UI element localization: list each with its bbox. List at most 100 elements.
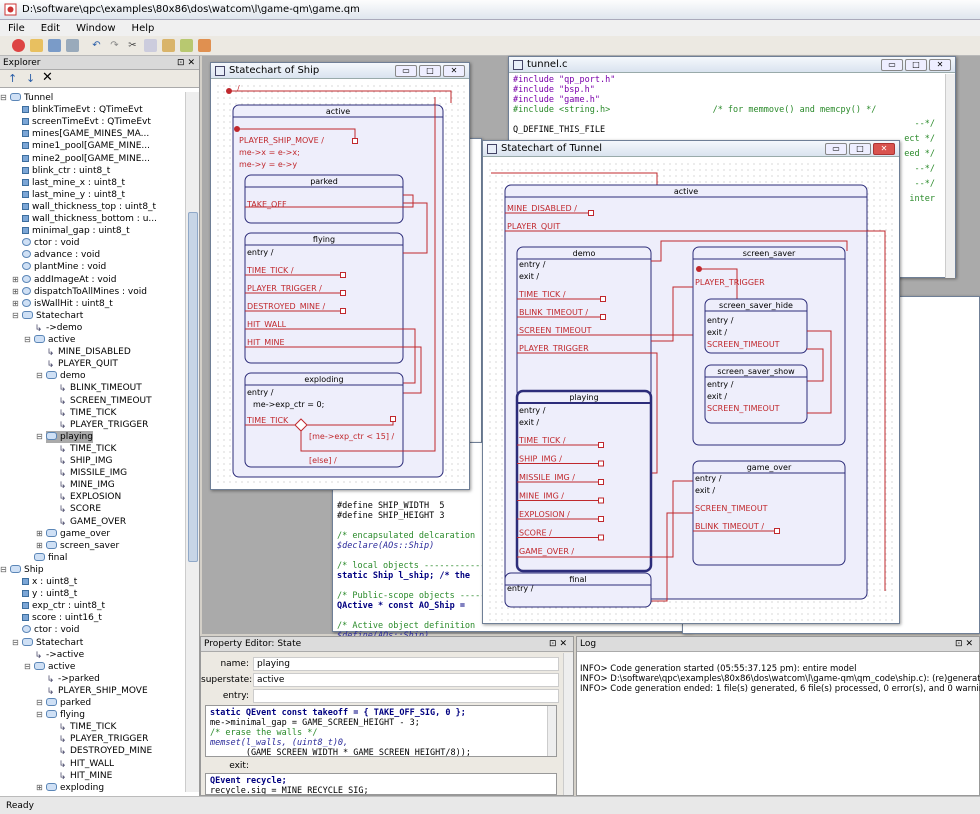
tree-item[interactable]: ↳GAME_OVER xyxy=(58,516,126,528)
copy-icon[interactable] xyxy=(144,39,157,52)
tree-item[interactable]: ctor : void xyxy=(22,624,79,636)
transition-label[interactable]: entry / xyxy=(707,380,734,389)
tree-item[interactable]: ↳PLAYER_TRIGGER xyxy=(58,419,149,431)
transition-label[interactable]: PLAYER_TRIGGER xyxy=(519,344,589,353)
transition-label[interactable]: me->y = e->y xyxy=(239,160,297,169)
tree-item[interactable]: blink_ctr : uint8_t xyxy=(22,165,110,177)
transition-label[interactable]: SCREEN_TIMEOUT xyxy=(695,504,768,513)
collapse-icon[interactable]: ⊟ xyxy=(36,698,43,707)
minimize-button[interactable]: ▭ xyxy=(825,143,847,155)
transition-label[interactable]: MINE_IMG / xyxy=(519,492,564,501)
tree-item[interactable]: mines[GAME_MINES_MA... xyxy=(22,128,149,140)
minimize-button[interactable]: ▭ xyxy=(881,59,903,71)
collapse-icon[interactable]: ⊟ xyxy=(12,310,19,320)
transition-label[interactable]: TIME_TICK / xyxy=(246,266,294,275)
tree-item[interactable]: ⊞dispatchToAllMines : void xyxy=(12,286,147,298)
collapse-icon[interactable]: ⊟ xyxy=(36,710,43,720)
tree-item[interactable]: ↳PLAYER_QUIT xyxy=(46,358,118,370)
tree-item[interactable]: mine2_pool[GAME_MINE... xyxy=(22,153,150,165)
transition-label[interactable]: HIT_WALL xyxy=(247,320,287,329)
tree-item[interactable]: ⊟active xyxy=(24,334,75,346)
transition-label[interactable]: TIME_TICK xyxy=(246,416,289,425)
transition-label[interactable]: entry / xyxy=(247,248,274,257)
transition-label[interactable]: BLINK_TIMEOUT / xyxy=(695,522,764,531)
expand-icon[interactable]: ⊞ xyxy=(12,286,19,296)
tree-item[interactable]: ↳SCORE xyxy=(58,503,101,515)
tree-item[interactable]: ⊟Ship xyxy=(0,564,44,576)
explorer-scrollbar[interactable] xyxy=(185,92,199,792)
transition-label[interactable]: [me->exp_ctr < 15] / xyxy=(309,432,394,441)
tree-item[interactable]: wall_thickness_top : uint8_t xyxy=(22,201,156,213)
collapse-icon[interactable]: ⊟ xyxy=(36,431,43,441)
tree-item[interactable]: plantMine : void xyxy=(22,261,106,273)
tree-item[interactable]: blinkTimeEvt : QTimeEvt xyxy=(22,104,143,116)
tree-item[interactable]: ⊟parked xyxy=(36,697,91,709)
move-down-icon[interactable]: ↓ xyxy=(26,72,36,85)
tree-item[interactable]: ⊟Tunnel xyxy=(0,92,53,104)
transition-label[interactable]: PLAYER_SHIP_MOVE / xyxy=(239,136,324,145)
tree-item[interactable]: ↳TIME_TICK xyxy=(58,721,117,733)
transition-label[interactable]: entry / xyxy=(695,474,722,483)
collapse-icon[interactable]: ⊟ xyxy=(24,661,31,671)
expand-icon[interactable]: ⊞ xyxy=(12,274,19,284)
state-box[interactable] xyxy=(704,364,808,424)
maximize-button[interactable]: □ xyxy=(849,143,871,155)
transition-label[interactable]: exit / xyxy=(519,272,539,281)
move-up-icon[interactable]: ↑ xyxy=(8,72,18,85)
expand-icon[interactable]: ⊞ xyxy=(36,540,43,550)
tree-item[interactable]: ↳BLINK_TIMEOUT xyxy=(58,382,142,394)
redo-icon[interactable]: ↷ xyxy=(110,40,119,51)
transition-label[interactable]: / xyxy=(237,84,240,93)
close-button[interactable]: ✕ xyxy=(443,65,465,77)
new-model-icon[interactable] xyxy=(12,39,25,52)
transition-label[interactable]: me->exp_ctr = 0; xyxy=(253,400,324,409)
log-output[interactable]: INFO> Code generation started (05:55:37.… xyxy=(577,652,980,694)
maximize-button[interactable]: □ xyxy=(905,59,927,71)
transition-label[interactable]: TIME_TICK / xyxy=(518,290,566,299)
tree-item[interactable]: ↳HIT_WALL xyxy=(58,758,114,770)
tree-item[interactable]: ↳EXPLOSION xyxy=(58,491,122,503)
tree-item[interactable]: exp_ctr : uint8_t xyxy=(22,600,105,612)
expand-icon[interactable]: ⊞ xyxy=(36,528,43,538)
tree-item[interactable]: ⊟flying xyxy=(36,709,85,721)
tree-item[interactable]: ⊟Statechart xyxy=(12,310,83,322)
tree-item[interactable]: ↳TIME_TICK xyxy=(58,407,117,419)
transition-label[interactable]: entry / xyxy=(519,406,546,415)
cut-icon[interactable]: ✂ xyxy=(128,40,137,51)
paste-icon[interactable] xyxy=(162,39,175,52)
tree-item[interactable]: ↳MISSILE_IMG xyxy=(58,467,127,479)
tree-item[interactable]: x : uint8_t xyxy=(22,576,77,588)
tree-item[interactable]: score : uint16_t xyxy=(22,612,102,624)
menu-file[interactable]: File xyxy=(8,22,25,34)
transition-label[interactable]: SCORE / xyxy=(519,529,552,538)
tree-item[interactable]: ⊞game_over xyxy=(36,528,110,540)
tree-item[interactable]: ↳->demo xyxy=(34,322,83,334)
generate-code-icon[interactable] xyxy=(180,39,193,52)
tree-item[interactable]: ↳MINE_IMG xyxy=(58,479,115,491)
transition-label[interactable]: PLAYER_TRIGGER / xyxy=(247,284,322,293)
undo-icon[interactable]: ↶ xyxy=(92,40,101,51)
tree-item[interactable]: advance : void xyxy=(22,249,100,261)
state-box[interactable] xyxy=(244,232,404,364)
transition-label[interactable]: TAKE_OFF xyxy=(246,200,287,209)
name-field[interactable]: playing xyxy=(253,657,559,671)
tree-item[interactable]: screenTimeEvt : QTimeEvt xyxy=(22,116,151,128)
entry-code-editor[interactable]: static QEvent const takeoff = { TAKE_OFF… xyxy=(205,705,557,757)
tree-item[interactable]: ⊞addImageAt : void xyxy=(12,274,116,286)
tree-item[interactable]: ⊟playing xyxy=(36,430,93,443)
transition-label[interactable]: BLINK_TIMEOUT / xyxy=(519,308,588,317)
transition-label[interactable]: HIT_MINE xyxy=(247,338,285,347)
transition-label[interactable]: PLAYER_TRIGGER xyxy=(695,278,765,287)
transition-label[interactable]: GAME_OVER / xyxy=(519,547,574,556)
tree-item[interactable]: ⊞exploding xyxy=(36,782,104,792)
exit-code-editor[interactable]: QEvent recycle;recycle.sig = MINE_RECYCL… xyxy=(205,773,557,795)
state-box-selected[interactable] xyxy=(515,389,653,573)
state-box[interactable] xyxy=(504,572,652,608)
transition-label[interactable]: PLAYER_QUIT xyxy=(507,222,560,231)
transition-label[interactable]: SCREEN_TIMEOUT xyxy=(707,404,780,413)
